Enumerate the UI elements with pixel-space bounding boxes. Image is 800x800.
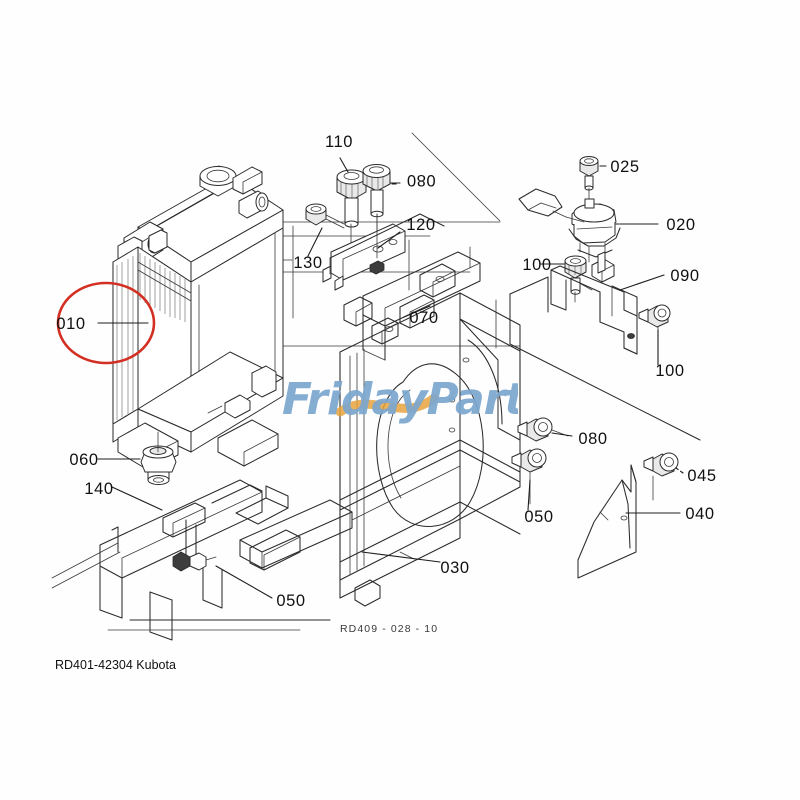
- leader-lines: [97, 157, 684, 599]
- bolt-100-upper: [564, 255, 587, 303]
- callout-045: 045: [687, 467, 716, 485]
- callout-100-upper: 100: [522, 256, 551, 274]
- callout-060: 060: [69, 451, 98, 469]
- callout-090: 090: [670, 267, 699, 285]
- callout-080-lower: 080: [578, 430, 607, 448]
- callout-025: 025: [610, 158, 639, 176]
- reservoir-tank-020: [518, 188, 621, 263]
- callout-110: 110: [325, 133, 353, 151]
- rubber-mount-060: [140, 431, 177, 485]
- callout-040: 040: [685, 505, 714, 523]
- callout-050-right: 050: [524, 508, 553, 526]
- callout-120: 120: [406, 216, 435, 234]
- bolt-080-upper: [362, 164, 391, 256]
- radiator-fins: [139, 253, 186, 322]
- bracket-090: [495, 251, 701, 441]
- bolt-110: [336, 169, 367, 269]
- bolt-045: [643, 452, 679, 501]
- bolt-050-right: [511, 448, 547, 505]
- radiator-assembly: [112, 165, 284, 471]
- fan-shroud-030: [339, 292, 521, 607]
- highlight-ellipse-010: [56, 281, 156, 365]
- bolt-025: [579, 156, 599, 215]
- callout-130: 130: [293, 254, 322, 272]
- callout-020: 020: [666, 216, 695, 234]
- drawing-number: RD409 - 028 - 10: [340, 623, 438, 635]
- clip-fastener-130: [305, 203, 345, 229]
- callout-140: 140: [84, 480, 113, 498]
- frame-rail-140: [99, 479, 353, 641]
- callout-070: 070: [409, 309, 438, 327]
- callout-080-upper: 080: [406, 171, 435, 189]
- callout-labels: 010 110 080 025 020 130 120 100 090 070 …: [56, 133, 716, 610]
- callout-050-left: 050: [276, 592, 305, 610]
- bolt-050-left: [172, 551, 217, 572]
- caption-text: RD401-42304 Kubota: [55, 658, 176, 672]
- bracket-120: [322, 213, 406, 291]
- deflector-panel-040: [577, 464, 637, 579]
- support-frame-070: [329, 213, 481, 361]
- callout-100-lower: 100: [655, 362, 684, 380]
- callout-030: 030: [440, 559, 469, 577]
- bolt-080-lower: [517, 417, 569, 442]
- bolt-100-lower: [638, 304, 671, 359]
- callout-010: 010: [56, 315, 85, 333]
